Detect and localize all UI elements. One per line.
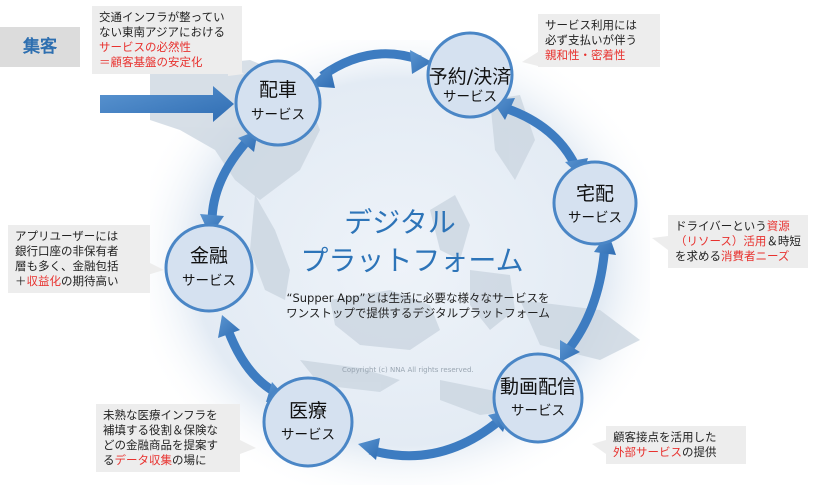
callout-takuhai-line1: ドライバーという資源 <box>675 219 801 234</box>
callout-iryo-line4: るデータ収集の場に <box>103 453 233 468</box>
node-takuhai-sub: サービス <box>568 210 622 226</box>
callout-takuhai-line3: を求める消費者ニーズ <box>675 249 801 264</box>
callout-haisha: 交通インフラが整ってい ない東南アジアにおける サービスの必然性 ＝顧客基盤の安… <box>92 6 242 74</box>
callout-kinyu-line4-b: 収益化 <box>26 274 62 288</box>
callout-takuhai-line2: （リソース）活用＆時短 <box>675 234 801 249</box>
callout-douga-line2-b: の提供 <box>682 445 717 459</box>
callout-takuhai-line2-a: （リソース）活用 <box>675 234 767 248</box>
copyright-watermark: Copyright (c) NNA All rights reserved. <box>342 366 474 374</box>
node-iryo-title: 医療 <box>289 400 327 422</box>
node-haisha-title: 配車 <box>259 79 297 101</box>
node-haisha-sub: サービス <box>251 107 305 123</box>
callout-iryo-line4-a: る <box>103 453 115 467</box>
callout-douga-line2-a: 外部サービス <box>613 445 682 459</box>
entry-arrow <box>100 86 234 122</box>
callout-kinyu: アプリユーザーには 銀行口座の非保有者 層も多く、金融包括 ＋収益化の期待高い <box>8 225 150 293</box>
node-douga-title: 動画配信 <box>500 376 576 398</box>
callout-iryo-line3: どの金融商品を提案す <box>103 438 218 452</box>
callout-kinyu-line3: 層も多く、金融包括 <box>15 259 119 273</box>
callout-iryo: 未熟な医療インフラを 補填する役割＆保険な どの金融商品を提案す るデータ収集の… <box>96 404 240 472</box>
callout-douga-line2: 外部サービスの提供 <box>613 445 739 460</box>
callout-takuhai-line1-b: 資源 <box>766 219 790 233</box>
callout-kinyu-line1: アプリユーザーには <box>15 229 119 243</box>
center-description-line1: “Supper App”とは生活に必要な様々なサービスを <box>286 291 550 305</box>
callout-haisha-line1: 交通インフラが整ってい <box>99 10 225 24</box>
arrow-haisha-yoyaku <box>308 49 432 88</box>
node-yoyaku-title: 予約/決済 <box>429 66 511 88</box>
center-title-line1: デジタル <box>344 206 455 239</box>
node-douga: 動画配信 サービス <box>492 352 584 444</box>
node-yoyaku-sub: サービス <box>443 89 497 105</box>
callout-kinyu-line4: ＋収益化の期待高い <box>15 274 143 289</box>
node-kinyu-title: 金融 <box>190 245 228 267</box>
node-kinyu-sub: サービス <box>182 273 236 289</box>
node-douga-sub: サービス <box>511 403 565 419</box>
callout-yoyaku-line2: 必ず支払いが伴う <box>545 33 637 47</box>
callout-takuhai: ドライバーという資源 （リソース）活用＆時短 を求める消費者ニーズ <box>668 215 808 268</box>
center-title-line2: プラットフォーム <box>300 244 523 277</box>
node-iryo: 医療 サービス <box>262 376 354 468</box>
callout-iryo-line4-b: データ収集 <box>114 453 173 467</box>
node-takuhai: 宅配 サービス <box>552 160 638 246</box>
node-takuhai-title: 宅配 <box>576 183 614 205</box>
node-iryo-sub: サービス <box>281 427 335 443</box>
callout-haisha-line3: サービスの必然性 <box>99 40 191 54</box>
callout-haisha-line4: ＝顧客基盤の安定化 <box>99 55 203 69</box>
callout-kinyu-line4-a: ＋ <box>15 274 27 288</box>
center-description: “Supper App”とは生活に必要な様々なサービスを ワンストップで提供する… <box>268 291 568 321</box>
callout-takuhai-line2-b: ＆時短 <box>766 234 801 248</box>
callout-iryo-line1: 未熟な医療インフラを <box>103 408 218 422</box>
callout-kinyu-line2: 銀行口座の非保有者 <box>15 244 119 258</box>
callout-takuhai-line3-b: 消費者ニーズ <box>721 249 790 263</box>
callout-iryo-line2: 補填する役割＆保険な <box>103 423 218 437</box>
callout-yoyaku: サービス利用には 必ず支払いが伴う 親和性・密着性 <box>538 14 660 67</box>
callout-iryo-line4-c: の場に <box>172 453 207 467</box>
callout-douga: 顧客接点を活用した 外部サービスの提供 <box>606 426 746 464</box>
node-kinyu: 金融 サービス <box>164 223 254 313</box>
callout-takuhai-line3-a: を求める <box>675 249 721 263</box>
callout-yoyaku-line3: 親和性・密着性 <box>545 48 626 62</box>
node-haisha: 配車 サービス <box>234 59 322 147</box>
node-yoyaku: 予約/決済 サービス <box>426 31 514 119</box>
callout-takuhai-line1-a: ドライバーという <box>675 219 767 233</box>
callout-haisha-line2: ない東南アジアにおける <box>99 25 226 39</box>
callout-douga-line1: 顧客接点を活用した <box>613 430 717 444</box>
center-description-line2: ワンストップで提供するデジタルプラットフォーム <box>286 306 550 320</box>
callout-kinyu-line4-c: の期待高い <box>61 274 119 288</box>
entry-label-box: 集客 <box>0 27 80 67</box>
callout-yoyaku-line1: サービス利用には <box>545 18 637 32</box>
